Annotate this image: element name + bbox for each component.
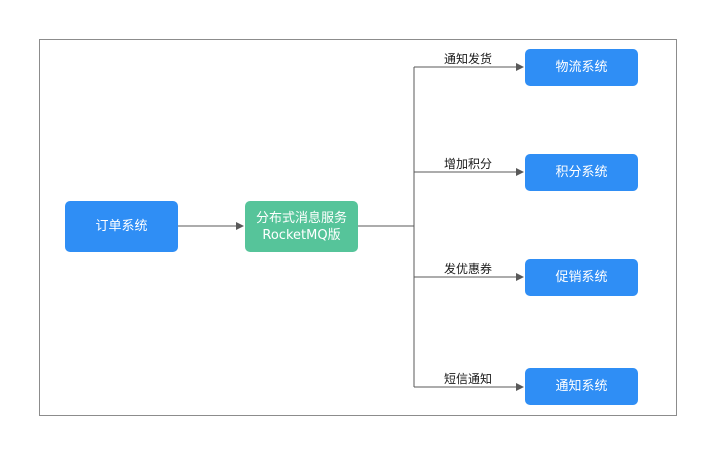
rocketmq-label-line1: 分布式消息服务 xyxy=(255,210,347,226)
rocketmq-label-line2: RocketMQ版 xyxy=(262,227,341,243)
rocketmq-node: 分布式消息服务 RocketMQ版 xyxy=(245,201,358,252)
edge-label-coupon: 发优惠券 xyxy=(444,262,493,276)
edge-label-sms: 短信通知 xyxy=(444,372,493,386)
promotion-system-label: 促销系统 xyxy=(555,270,608,285)
order-system-node: 订单系统 xyxy=(65,201,178,252)
notification-system-label: 通知系统 xyxy=(555,379,608,394)
promotion-system-node: 促销系统 xyxy=(525,259,638,296)
logistics-system-label: 物流系统 xyxy=(555,60,608,75)
order-system-label: 订单系统 xyxy=(95,219,148,234)
notification-system-node: 通知系统 xyxy=(525,368,638,405)
points-system-node: 积分系统 xyxy=(525,154,638,191)
edge-label-add-points: 增加积分 xyxy=(444,157,493,171)
edge-label-ship: 通知发货 xyxy=(444,52,493,66)
logistics-system-node: 物流系统 xyxy=(525,49,638,86)
diagram-frame xyxy=(39,39,677,416)
points-system-label: 积分系统 xyxy=(555,165,608,180)
